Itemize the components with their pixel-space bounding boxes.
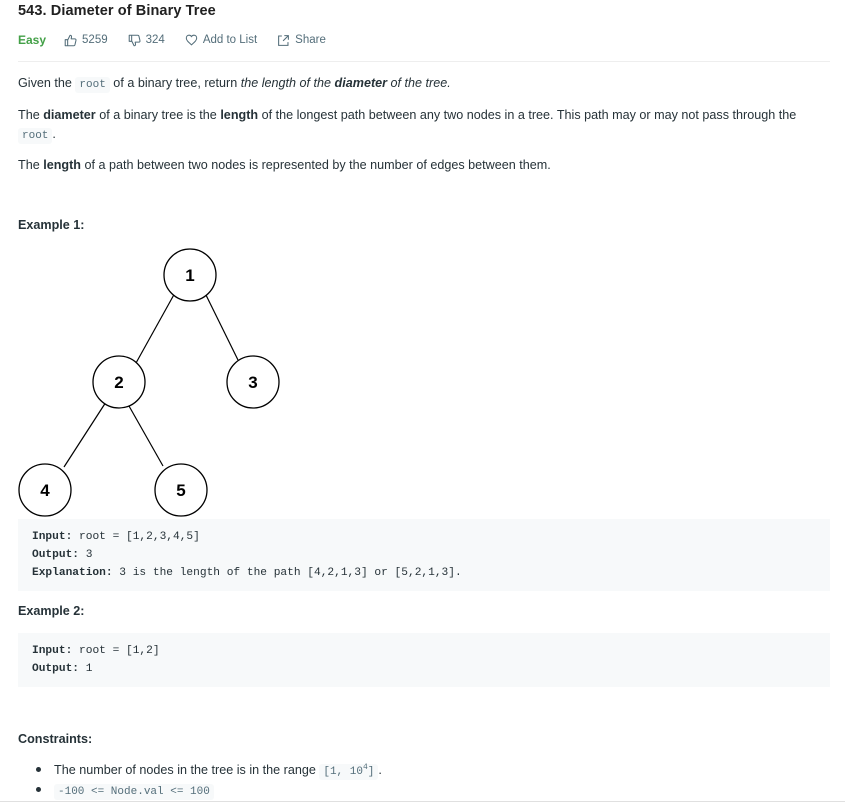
text: . [52,127,56,141]
add-to-list-label: Add to List [202,34,258,46]
bold-term: diameter [334,76,388,90]
thumbs-up-icon [64,34,77,46]
output-label: Output: [32,663,79,675]
description-paragraph-2: The diameter of a binary tree is the len… [18,106,818,146]
input-value: root = [1,2] [72,645,160,657]
bold-term: length [43,158,81,172]
text: of a binary tree is the [95,108,221,122]
tree-node-circle [163,248,217,302]
constraint-text: The number of nodes in the tree is in th… [54,763,320,777]
thumbs-down-icon [128,34,141,46]
problem-title: 543. Diameter of Binary Tree [18,3,216,19]
description-paragraph-3: The length of a path between two nodes i… [18,156,818,175]
input-label: Input: [32,531,73,543]
input-label: Input: [32,645,73,657]
explanation-value: 3 is the length of the path [4,2,1,3] or… [112,567,462,579]
difficulty-badge: Easy [18,33,47,47]
description-paragraph-1: Given the root of a binary tree, return … [18,74,818,95]
bold-term: diameter [43,108,96,122]
bold-term: length [220,108,259,122]
tree-node-label: 4 [40,481,50,500]
example-1-heading: Example 1: [18,218,85,232]
text: of the longest path between any two node… [258,108,797,122]
superscript: 4 [362,763,368,772]
code-text: ] [367,766,375,778]
list-item: The number of nodes in the tree is in th… [36,760,382,780]
inline-code: root [75,77,110,93]
constraints-list: The number of nodes in the tree is in th… [36,760,382,800]
inline-code: -100 <= Node.val <= 100 [54,784,214,800]
list-item: -100 <= Node.val <= 100 [36,780,382,800]
constraints-heading: Constraints: [18,732,93,746]
text: of a path between two nodes is represent… [80,158,551,172]
text: The [18,108,44,122]
output-value: 3 [79,549,93,561]
tree-edge [203,290,239,361]
constraint-text: . [378,763,382,777]
share-icon [278,34,290,46]
binary-tree-diagram: 1 2 3 4 5 [18,248,280,517]
heart-icon [185,34,198,46]
tree-node-circle [154,463,208,517]
tree-edge [128,405,164,467]
text: Given the [18,76,76,90]
tree-node-label: 5 [176,481,185,500]
tree-node-label: 3 [248,373,257,392]
inline-code: [1, 104] [319,763,379,780]
tree-edge [63,401,107,468]
text: of a binary tree, return [109,76,241,90]
explanation-label: Explanation: [32,567,113,579]
input-value: root = [1,2,3,4,5] [72,531,200,543]
output-value: 1 [79,663,93,675]
tree-node-circle [226,355,280,409]
header-divider [18,61,830,62]
like-count: 5259 [82,34,108,46]
dislike-button[interactable]: 324 [128,34,165,47]
tree-node-label: 2 [114,373,123,392]
emphasis-text: the length of the [240,76,335,90]
inline-code: root [18,128,53,144]
add-to-list-button[interactable]: Add to List [185,34,257,46]
share-label: Share [295,34,326,46]
tree-node-circle [92,355,146,409]
tree-node-label: 1 [185,266,194,285]
output-label: Output: [32,549,79,561]
code-text: [1, 10 [323,766,363,778]
emphasis-text: of the tree. [387,76,451,90]
example-2-heading: Example 2: [18,604,85,618]
share-button[interactable]: Share [277,34,326,47]
example-2-code-block: Input: root = [1,2] Output: 1 [18,633,830,687]
problem-meta-bar: Easy 5259 324 Add to List Share [18,32,346,48]
tree-edge [135,290,177,364]
dislike-count: 324 [145,34,165,46]
text: The [18,158,44,172]
tree-node-circle [18,463,72,517]
like-button[interactable]: 5259 [64,34,108,47]
